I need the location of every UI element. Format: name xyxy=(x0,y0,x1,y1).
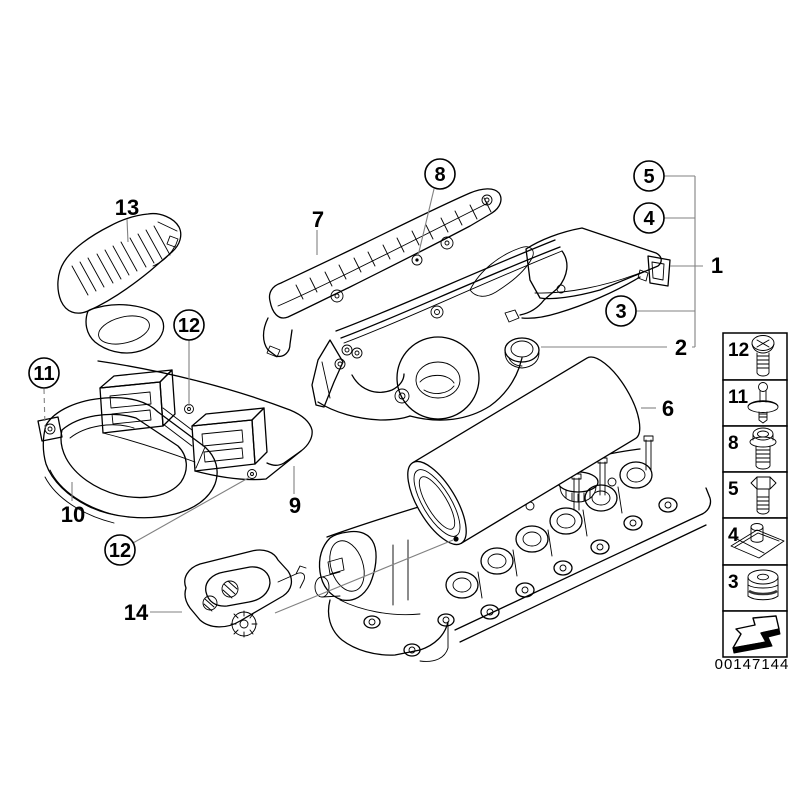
legend-item-3[interactable]: 3 xyxy=(722,564,788,612)
part-10-lower-air-duct xyxy=(37,396,218,524)
svg-text:4[interactable]: 4 xyxy=(643,208,655,230)
legend-item-8[interactable]: 8 xyxy=(722,425,788,473)
svg-text:5[interactable]: 5 xyxy=(728,479,739,500)
legend-item-5[interactable]: 5 xyxy=(722,471,788,519)
legend-item-12[interactable]: 12 xyxy=(722,332,788,381)
legend-item-arrow[interactable] xyxy=(722,610,788,658)
intake-housing-body xyxy=(311,239,641,421)
diagram-id: 00147144 xyxy=(715,656,790,673)
part-2-seal-ring xyxy=(504,337,540,369)
part-9-upper-air-duct xyxy=(97,360,313,481)
svg-text:1[interactable]: 1 xyxy=(711,253,723,278)
callouts: 13 7 8 12 11 10 12 xyxy=(28,158,723,625)
svg-text:12[interactable]: 12 xyxy=(109,540,131,562)
svg-text:10[interactable]: 10 xyxy=(61,502,85,527)
svg-text:12[interactable]: 12 xyxy=(178,315,200,337)
callout-13[interactable]: 13 xyxy=(115,195,139,243)
svg-text:7[interactable]: 7 xyxy=(312,207,324,232)
callout-4[interactable]: 4 xyxy=(633,202,695,234)
svg-text:8[interactable]: 8 xyxy=(434,164,445,186)
part-1-cover-panel xyxy=(525,227,671,300)
svg-text:11[interactable]: 11 xyxy=(33,363,54,385)
callout-3[interactable]: 3 xyxy=(605,295,695,327)
manifold-flange-tabs xyxy=(480,497,678,620)
callout-8[interactable]: 8 xyxy=(417,158,456,257)
legend-item-4[interactable]: 4 xyxy=(722,517,788,566)
svg-text:11[interactable]: 11 xyxy=(728,387,749,408)
svg-text:6[interactable]: 6 xyxy=(662,396,674,421)
callout-6[interactable]: 6 xyxy=(641,396,674,421)
callout-10[interactable]: 10 xyxy=(61,482,85,527)
svg-text:9[interactable]: 9 xyxy=(289,493,301,518)
callout-11[interactable]: 11 xyxy=(28,357,60,429)
callout-12-bottom[interactable]: 12 xyxy=(104,476,251,566)
manifold-studs xyxy=(571,435,654,511)
direction-arrow-icon xyxy=(732,615,781,654)
svg-text:14[interactable]: 14 xyxy=(124,600,149,625)
svg-text:8[interactable]: 8 xyxy=(728,433,739,454)
flanged-socket-bolt-icon xyxy=(749,427,777,470)
callout-12-top[interactable]: 12 xyxy=(173,309,205,406)
callout-9[interactable]: 9 xyxy=(289,466,301,518)
mounting-point-dot xyxy=(453,536,459,542)
part-7-ribbed-cover xyxy=(262,188,502,358)
svg-text:3[interactable]: 3 xyxy=(728,572,739,593)
callout-14[interactable]: 14 xyxy=(124,600,182,625)
svg-text:3[interactable]: 3 xyxy=(615,301,626,323)
part-6-filter-element xyxy=(407,356,641,546)
clip-nut-icon xyxy=(730,523,785,559)
hardware-legend: 12 11 8 xyxy=(715,332,790,673)
part-14-bracket xyxy=(184,549,307,638)
svg-text:13[interactable]: 13 xyxy=(115,195,139,220)
callout-7[interactable]: 7 xyxy=(312,207,324,255)
callout-2[interactable]: 2 xyxy=(541,335,695,360)
hex-bolt-icon xyxy=(750,476,777,515)
svg-text:12[interactable]: 12 xyxy=(728,340,749,361)
expansion-rivet-icon xyxy=(747,382,779,424)
legend-item-11[interactable]: 11 xyxy=(722,379,788,427)
part-13-corrugated-duct xyxy=(57,212,182,354)
callout-5[interactable]: 5 xyxy=(633,160,695,192)
svg-text:2[interactable]: 2 xyxy=(675,335,687,360)
bracket-mounting-line xyxy=(274,539,454,614)
svg-text:5[interactable]: 5 xyxy=(643,166,654,188)
rubber-grommet-icon xyxy=(747,569,779,601)
callout-1[interactable]: 1 xyxy=(670,253,723,278)
phillips-screw-icon xyxy=(751,335,775,377)
manifold-ports xyxy=(445,461,653,599)
svg-text:4[interactable]: 4 xyxy=(728,525,739,546)
